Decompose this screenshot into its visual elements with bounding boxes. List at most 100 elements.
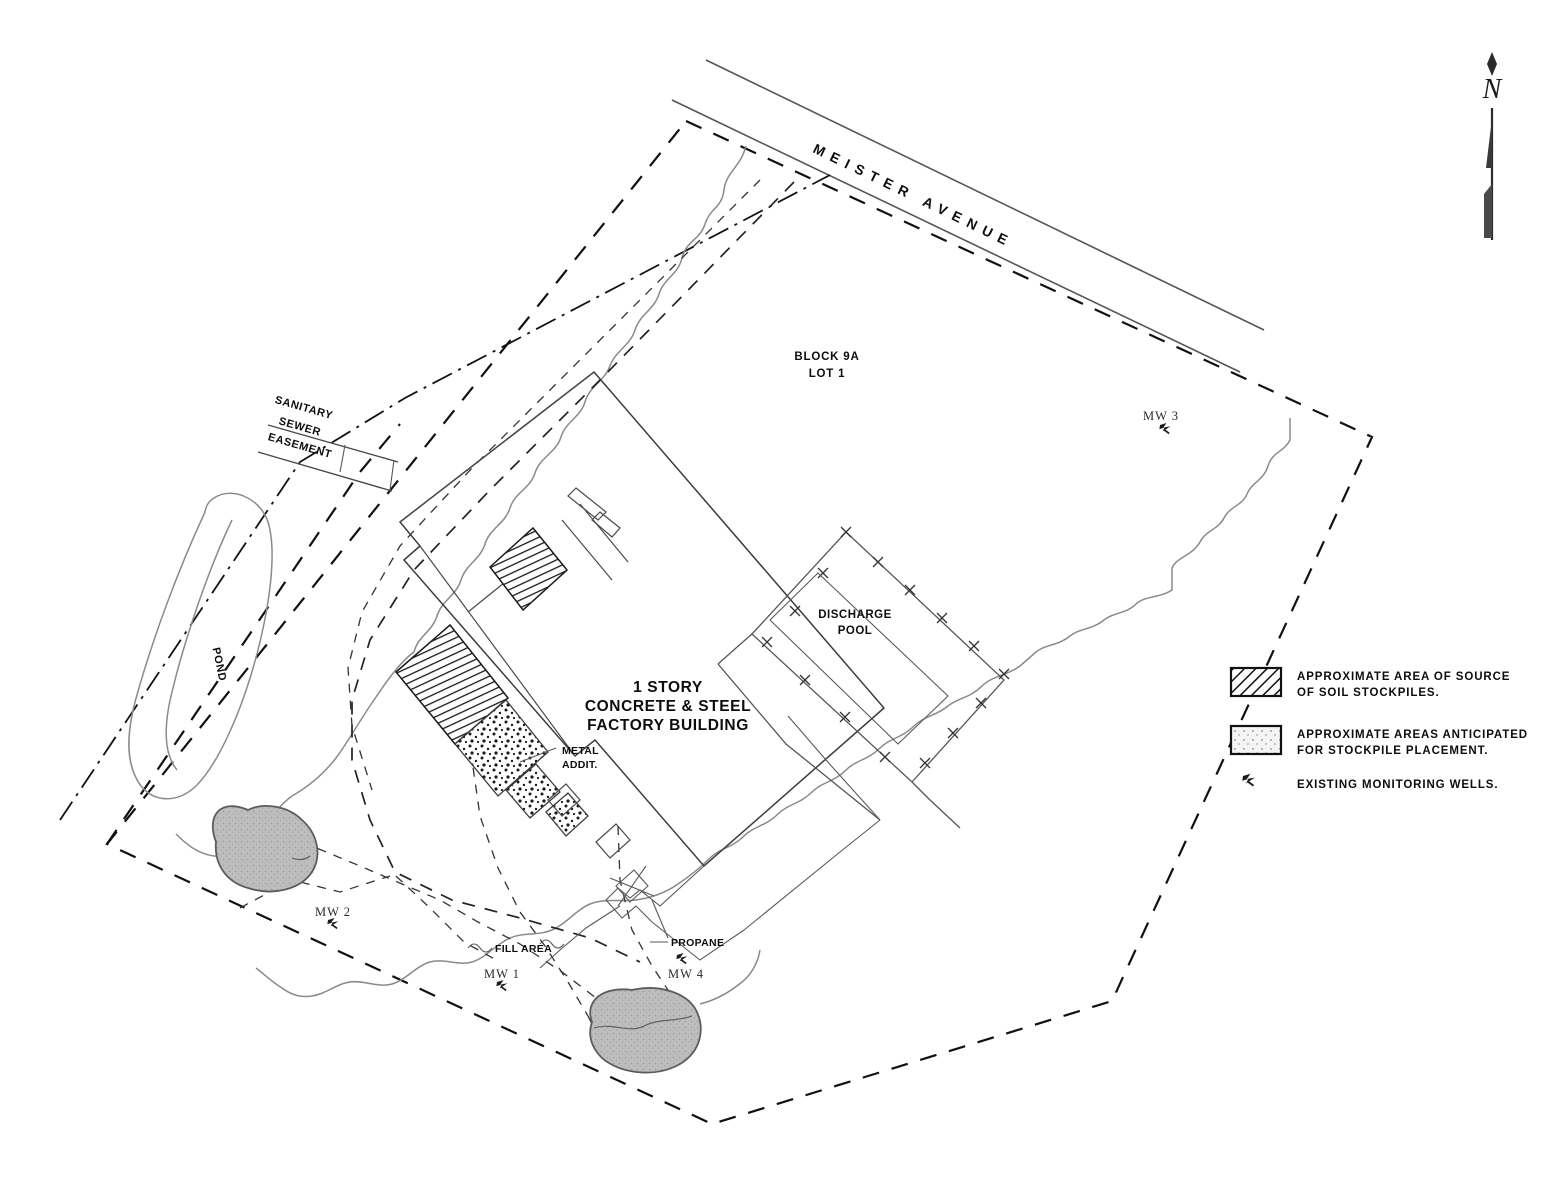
treeline-northwest — [413, 145, 747, 653]
building-label-line2: CONCRETE & STEEL — [585, 698, 751, 715]
discharge-pool: DISCHARGE POOL — [717, 526, 1010, 829]
building-bay-divider-1 — [561, 519, 613, 581]
apron-edge-south — [651, 921, 745, 961]
propane-tank-symbol — [609, 865, 655, 907]
metal-addit-label-line1: METAL — [562, 745, 599, 757]
pool-water-edge — [769, 572, 949, 745]
metal-addit-label-line2: ADDIT. — [562, 759, 598, 771]
discharge-pool-label-line1: DISCHARGE — [818, 609, 892, 621]
parcel-label: BLOCK 9A LOT 1 — [794, 351, 859, 380]
easement-line-b — [257, 451, 393, 492]
fill-area-dashed-south — [395, 875, 501, 963]
block-label: BLOCK 9A — [794, 351, 859, 363]
fill-area-annotation: FILL AREA — [467, 939, 565, 955]
north-arrow-fletch — [1484, 184, 1492, 238]
fence-tail — [911, 781, 961, 829]
property-boundary — [105, 119, 1374, 1126]
metal-addition-stipple-3 — [545, 792, 589, 837]
legend-text-3-line1: EXISTING MONITORING WELLS. — [1297, 779, 1498, 791]
fence-return-south — [717, 663, 881, 821]
factory-building: METAL ADDIT. 1 STORY CONCRETE & STEEL FA… — [394, 370, 886, 868]
legend-swatch-hatch — [1229, 666, 1283, 698]
metal-addit-leader — [519, 747, 557, 763]
legend-swatch-stipple — [1229, 724, 1283, 756]
building-inner-wall-west — [419, 545, 576, 757]
road-edge-south — [671, 99, 1241, 373]
easement-line-a — [267, 424, 399, 463]
legend-text-2-line2: FOR STOCKPILE PLACEMENT. — [1297, 745, 1488, 757]
paved-apron: PROPANE — [539, 715, 881, 969]
stockpile-blob-south — [589, 987, 702, 1074]
metal-addition-stipple-2 — [505, 763, 561, 819]
monitoring-wells: MW 3 MW 2 MW 1 MW 4 — [315, 409, 1179, 992]
legend-text-2-line1: APPROXIMATE AREAS ANTICIPATED — [1297, 729, 1528, 741]
drive-edge-inner — [347, 179, 761, 791]
drive-south-east — [743, 819, 881, 931]
propane-leader-stub — [651, 899, 669, 939]
source-area-hatch-lower — [394, 623, 510, 746]
drive-return — [787, 715, 881, 821]
roof-box-1 — [567, 487, 607, 521]
easement-tick-2 — [389, 459, 395, 491]
monitoring-well-mw3: MW 3 — [1143, 409, 1179, 435]
road-edge-north — [705, 59, 1265, 331]
metal-addition-stipple-1 — [454, 699, 549, 797]
stockpile-blob-west-detail — [291, 855, 311, 861]
stockpile-placement-areas — [211, 805, 702, 1074]
fence-x-marks — [761, 526, 1010, 769]
pond-outline-outer — [128, 492, 273, 800]
propane-mark-1 — [609, 877, 655, 897]
legend-text-1-line1: APPROXIMATE AREA OF SOURCE — [1297, 671, 1510, 683]
source-area-hatch-upper — [488, 526, 569, 612]
monitoring-well-mw4: MW 4 — [668, 952, 704, 981]
fill-area-squiggle-right — [539, 939, 565, 949]
stockpile-blob-south-detail — [593, 1015, 693, 1030]
row-line-west — [59, 174, 831, 821]
building-bay-divider-2 — [579, 503, 629, 563]
fence-tail-west — [717, 633, 753, 665]
annex-box-2 — [595, 823, 631, 859]
legend-item-source-area: APPROXIMATE AREA OF SOURCE OF SOIL STOCK… — [1229, 666, 1510, 699]
north-arrow: N — [1482, 52, 1503, 240]
north-arrow-barb-upper — [1486, 118, 1492, 168]
fill-area-label: FILL AREA — [495, 943, 552, 955]
treeline-west-lower — [291, 651, 415, 797]
internal-dashed-lines — [239, 179, 795, 1041]
fill-area-dashed-north — [301, 841, 597, 999]
propane-tank-body — [615, 869, 649, 903]
property-line — [105, 119, 1374, 1126]
building-label-line1: 1 STORY — [633, 679, 703, 696]
annex-box-1 — [547, 783, 581, 817]
drive-to-fill — [539, 905, 621, 969]
treeline — [175, 145, 1291, 1005]
legend-item-placement-area: APPROXIMATE AREAS ANTICIPATED FOR STOCKP… — [1229, 724, 1528, 757]
legend-text-1-line2: OF SOIL STOCKPILES. — [1297, 687, 1440, 699]
monitoring-well-mw2: MW 2 — [315, 905, 351, 930]
mw4-label: MW 4 — [668, 967, 704, 981]
building-label-line3: FACTORY BUILDING — [587, 717, 749, 734]
drive-edge-outer — [351, 181, 795, 963]
utility-dashed-1 — [617, 825, 673, 997]
roof-box-2 — [591, 511, 621, 538]
mw1-label: MW 1 — [484, 967, 520, 981]
mw2-label: MW 2 — [315, 905, 351, 919]
property-line-west-jog — [106, 423, 401, 845]
fill-area-squiggle-left — [467, 943, 493, 953]
easement-tick-1 — [339, 444, 346, 473]
propane-label: PROPANE — [671, 937, 724, 949]
treeline-east — [709, 418, 1291, 859]
discharge-pool-label-line2: POOL — [838, 625, 873, 637]
mw3-label: MW 3 — [1143, 409, 1179, 423]
right-of-way-lines — [59, 174, 831, 821]
meister-avenue — [671, 59, 1265, 373]
monitoring-well-mw1: MW 1 — [484, 967, 520, 992]
pond-outline-inner — [165, 519, 233, 771]
legend: APPROXIMATE AREA OF SOURCE OF SOIL STOCK… — [1229, 666, 1528, 791]
north-arrow-diamond — [1487, 52, 1497, 76]
propane-mark-2 — [617, 865, 647, 907]
legend-item-monitoring-well: EXISTING MONITORING WELLS. — [1241, 772, 1498, 791]
stockpile-blob-west — [211, 805, 319, 893]
